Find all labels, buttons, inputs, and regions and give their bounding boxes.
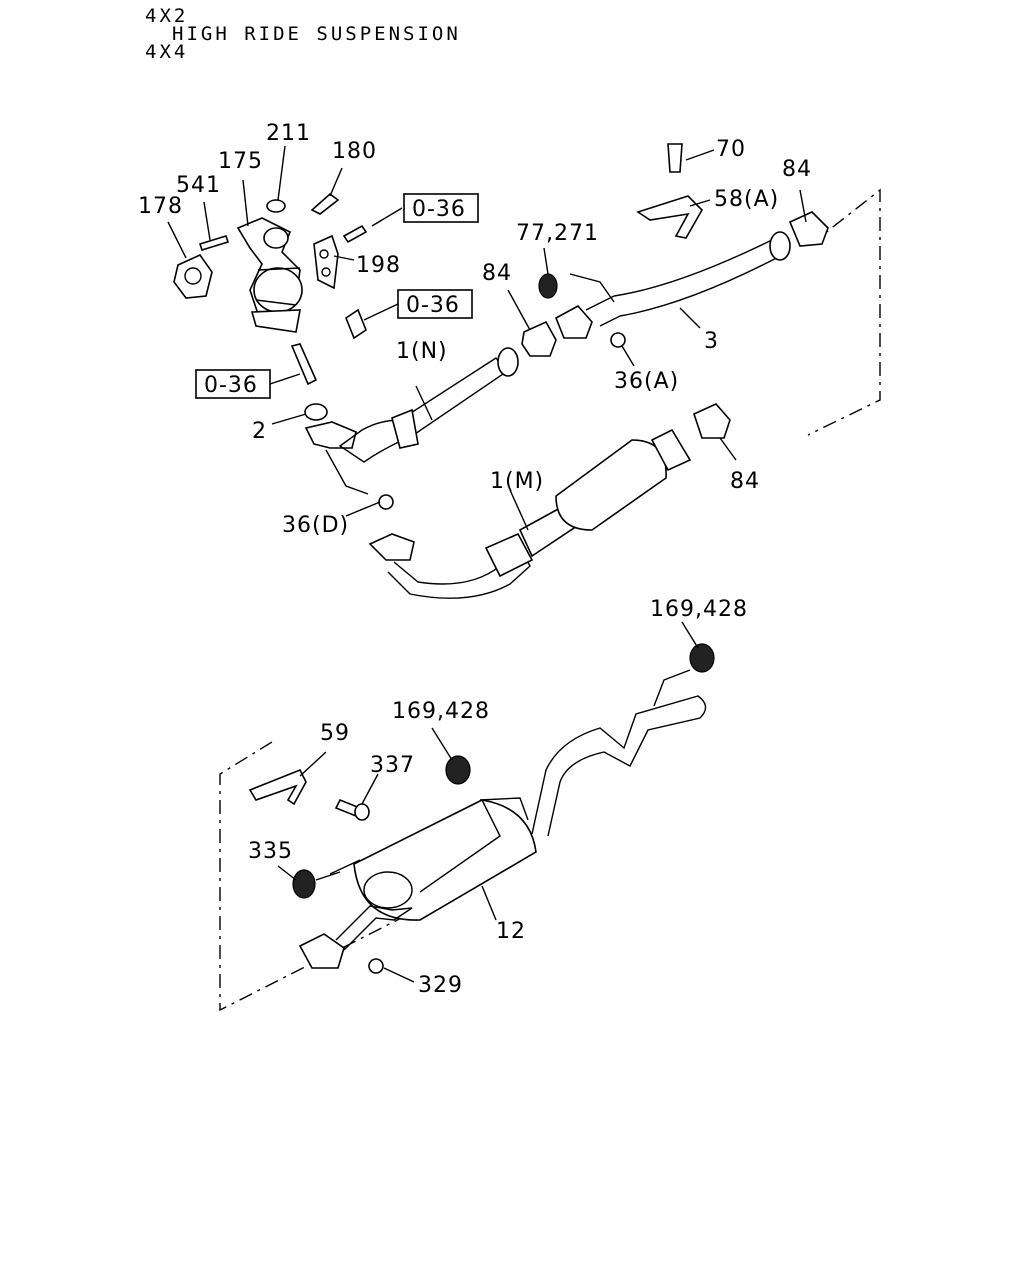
ref-box-3[interactable]: 0-36 [195,369,271,399]
nut-211 [266,199,286,213]
gasket-178 [173,253,213,299]
nut-36d [378,494,394,510]
pipe-3 [554,231,791,339]
damper-77 [538,273,558,299]
label-58a: 58(A) [714,187,779,212]
tail-pipe [531,669,707,837]
header-line-3: 4X4 [145,41,189,63]
bolt-upper [342,224,368,244]
bracket-58a [636,195,703,239]
frame-line-upper [807,188,881,436]
gasket-84-top [788,211,829,247]
bolt-337-head [354,803,370,821]
hanger-335-link [315,871,341,881]
label-70: 70 [716,137,746,162]
header-line-2: HIGH RIDE SUSPENSION [172,23,461,45]
muffler-12 [329,797,537,921]
stud-541 [198,235,230,251]
label-84-low: 84 [730,469,760,494]
leader-lines [167,145,807,983]
label-541: 541 [176,173,221,198]
ref-box-1-label: 0-36 [412,197,466,222]
label-169-428-mid: 169,428 [392,699,490,724]
ref-box-1[interactable]: 0-36 [403,193,479,223]
label-329: 329 [418,973,463,998]
front-pipe-1m [368,428,692,599]
bracket-59 [248,768,307,806]
catalytic-converter [236,217,303,333]
flange-lower [298,933,345,969]
bolt-middle [345,308,367,340]
label-169-428-top: 169,428 [650,597,748,622]
gasket-2 [304,403,328,421]
hanger-335 [292,869,316,899]
gasket-84-mid [521,320,557,357]
label-3: 3 [704,329,719,354]
bracket-198 [313,234,339,290]
inlet-pipe-lower [335,905,413,951]
label-337: 337 [370,753,415,778]
nut-36a [610,332,626,348]
bolt-70 [667,143,683,173]
label-84-top: 84 [782,157,812,182]
label-36a: 36(A) [614,369,679,394]
label-59: 59 [320,721,350,746]
stud-left [290,343,318,386]
label-84-mid: 84 [482,261,512,286]
label-12: 12 [496,919,526,944]
bolt-180 [310,192,340,215]
label-198: 198 [356,253,401,278]
label-180: 180 [332,139,377,164]
hanger-169-mid [445,755,471,785]
label-211: 211 [266,121,311,146]
label-1n: 1(N) [396,339,448,364]
label-1m: 1(M) [490,469,544,494]
ref-box-2[interactable]: 0-36 [397,289,473,319]
ref-box-3-label: 0-36 [204,373,258,398]
header-line-1: 4X2 [145,5,189,27]
label-2: 2 [252,419,267,444]
gasket-84-low [693,403,731,439]
front-pipe-1n [304,347,519,495]
label-77-271: 77,271 [516,221,599,246]
nut-329 [368,958,384,974]
label-335: 335 [248,839,293,864]
hanger-169-top [689,643,715,673]
label-36d: 36(D) [282,513,349,538]
frame-line-lower [219,741,485,1012]
label-178: 178 [138,194,183,219]
label-175: 175 [218,149,263,174]
ref-box-2-label: 0-36 [406,293,460,318]
